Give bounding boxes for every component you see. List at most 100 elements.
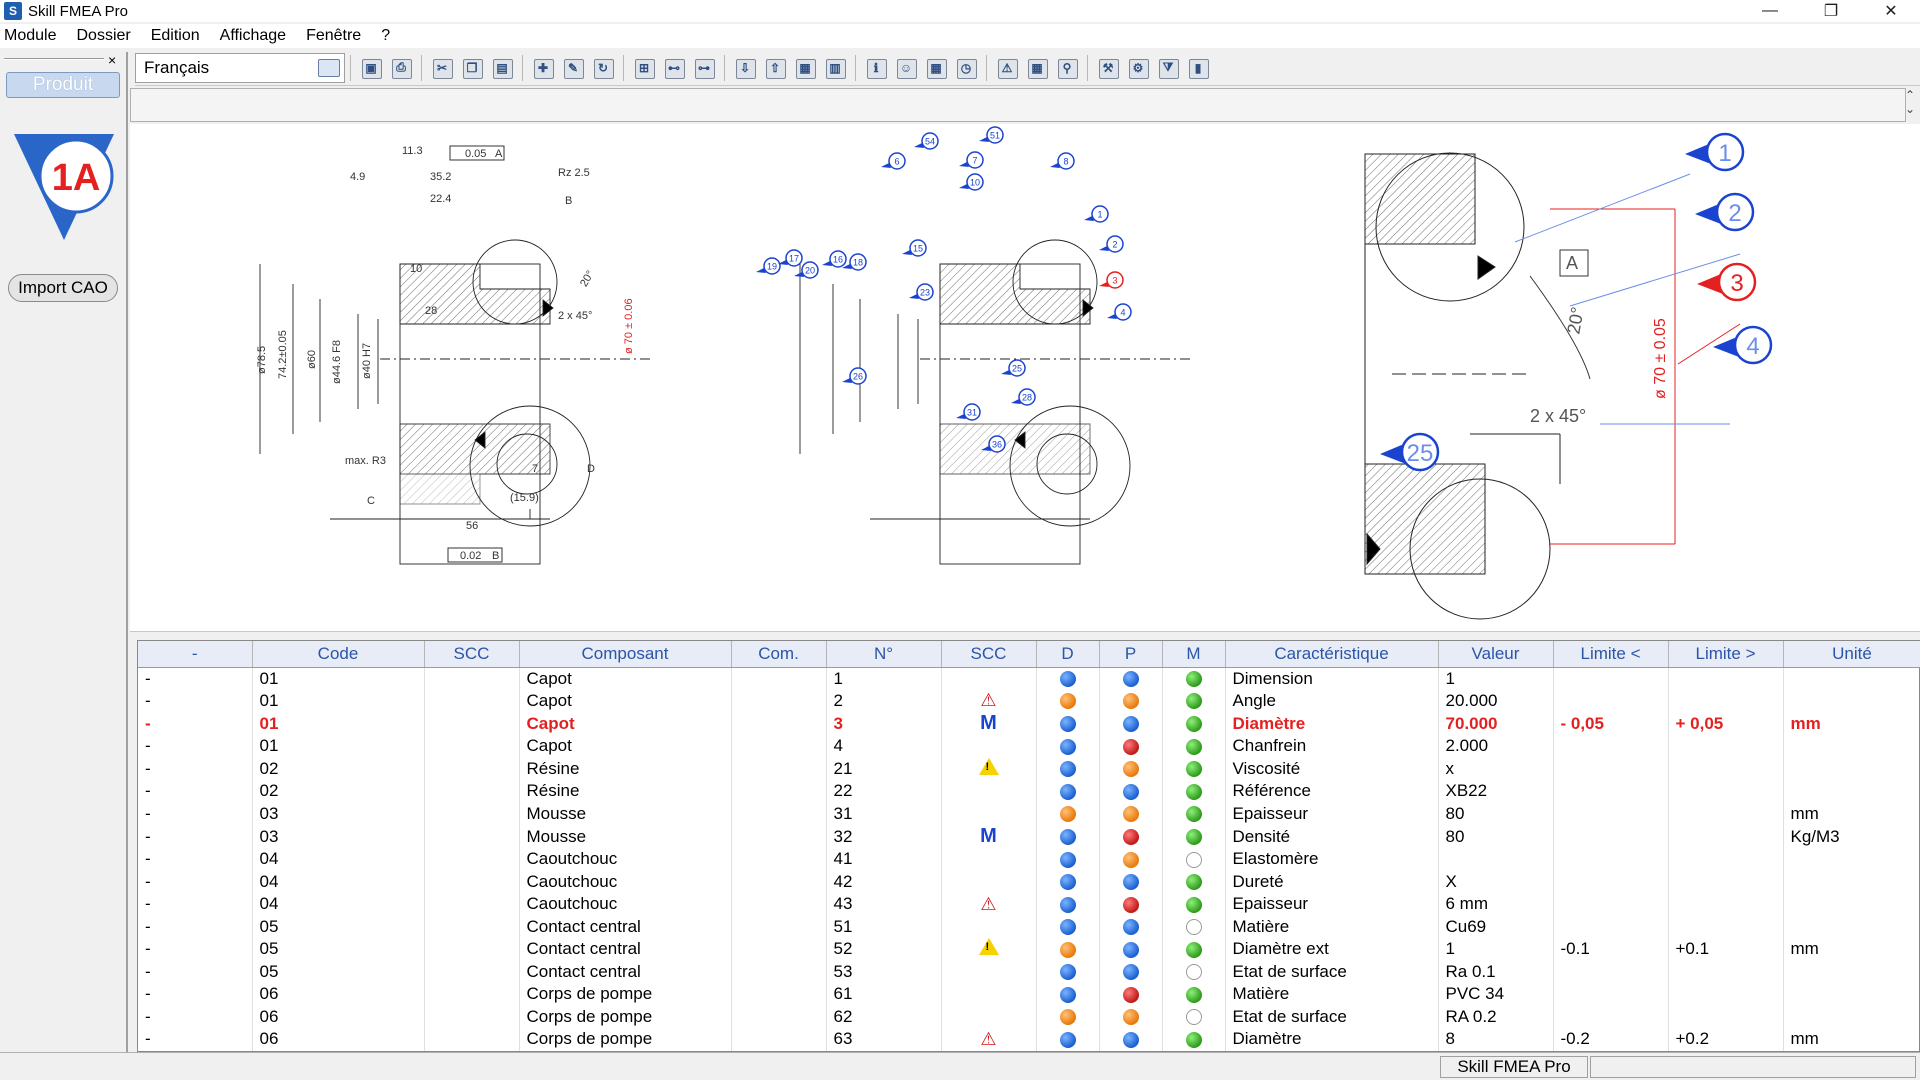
- row-m-green-dot-icon[interactable]: [1185, 783, 1202, 800]
- save-icon[interactable]: ▣: [359, 56, 383, 80]
- column-header[interactable]: Code: [252, 641, 425, 668]
- row-m-green-dot-icon[interactable]: [1185, 671, 1202, 688]
- import-icon[interactable]: ⇩: [733, 56, 757, 80]
- menu-affichage[interactable]: Affichage: [219, 27, 287, 44]
- column-header[interactable]: Limite <: [1553, 641, 1669, 668]
- row-m-green-dot-icon[interactable]: [1185, 738, 1202, 755]
- row-p-blue-dot-icon[interactable]: [1122, 783, 1139, 800]
- column-header[interactable]: M: [1162, 641, 1226, 668]
- menu-dossier[interactable]: Dossier: [76, 27, 131, 44]
- panel-close-icon[interactable]: ×: [108, 52, 117, 68]
- refresh-icon[interactable]: ↻: [591, 56, 615, 80]
- row-p-red-dot-icon[interactable]: [1122, 829, 1139, 846]
- column-header[interactable]: N°: [826, 641, 942, 668]
- column-header[interactable]: P: [1099, 641, 1163, 668]
- row-m-green-dot-icon[interactable]: [1185, 941, 1202, 958]
- row-p-blue-dot-icon[interactable]: [1122, 964, 1139, 981]
- search-icon[interactable]: ⚲: [1055, 56, 1079, 80]
- row-d-blue-dot-icon[interactable]: [1059, 919, 1076, 936]
- folder-icon[interactable]: [318, 58, 340, 77]
- row-p-blue-dot-icon[interactable]: [1122, 1031, 1139, 1048]
- chart-icon[interactable]: ▥: [823, 56, 847, 80]
- row-p-orange-dot-icon[interactable]: [1122, 761, 1139, 778]
- column-header[interactable]: SCC: [424, 641, 520, 668]
- column-header[interactable]: Com.: [731, 641, 827, 668]
- grid-icon[interactable]: ▦: [1025, 56, 1049, 80]
- info-icon[interactable]: ℹ: [864, 56, 888, 80]
- row-d-orange-dot-icon[interactable]: [1059, 693, 1076, 710]
- row-p-blue-dot-icon[interactable]: [1122, 941, 1139, 958]
- column-header[interactable]: SCC: [941, 641, 1037, 668]
- export-icon[interactable]: ⇧: [763, 56, 787, 80]
- row-m-empty-dot-icon[interactable]: [1185, 919, 1202, 936]
- column-header[interactable]: Valeur: [1438, 641, 1554, 668]
- cut-icon[interactable]: ✂: [430, 56, 454, 80]
- menu-module[interactable]: Module: [4, 27, 57, 44]
- row-d-orange-dot-icon[interactable]: [1059, 1009, 1076, 1026]
- row-p-blue-dot-icon[interactable]: [1122, 874, 1139, 891]
- row-p-blue-dot-icon[interactable]: [1122, 919, 1139, 936]
- row-m-empty-dot-icon[interactable]: [1185, 964, 1202, 981]
- close-button[interactable]: ✕: [1884, 3, 1898, 20]
- menu-help[interactable]: ?: [381, 27, 391, 44]
- copy-icon[interactable]: ❐: [460, 56, 484, 80]
- users-icon[interactable]: ☺: [894, 56, 918, 80]
- row-d-blue-dot-icon[interactable]: [1059, 1031, 1076, 1048]
- row-d-orange-dot-icon[interactable]: [1059, 941, 1076, 958]
- settings-icon[interactable]: ⚙: [1126, 56, 1150, 80]
- row-d-blue-dot-icon[interactable]: [1059, 851, 1076, 868]
- row-d-blue-dot-icon[interactable]: [1059, 738, 1076, 755]
- row-p-orange-dot-icon[interactable]: [1122, 806, 1139, 823]
- import-cao-button[interactable]: Import CAO: [8, 274, 118, 302]
- row-p-blue-dot-icon[interactable]: [1122, 716, 1139, 733]
- row-m-green-dot-icon[interactable]: [1185, 806, 1202, 823]
- language-select[interactable]: Français: [135, 52, 345, 83]
- row-d-blue-dot-icon[interactable]: [1059, 986, 1076, 1003]
- row-m-green-dot-icon[interactable]: [1185, 829, 1202, 846]
- warning-icon[interactable]: ⚠: [995, 56, 1019, 80]
- row-m-green-dot-icon[interactable]: [1185, 716, 1202, 733]
- maximize-button[interactable]: ❐: [1823, 3, 1839, 20]
- row-m-green-dot-icon[interactable]: [1185, 874, 1202, 891]
- row-p-orange-dot-icon[interactable]: [1122, 693, 1139, 710]
- row-d-blue-dot-icon[interactable]: [1059, 829, 1076, 846]
- menu-edition[interactable]: Edition: [150, 27, 200, 44]
- report-icon[interactable]: ▦: [793, 56, 817, 80]
- tree-icon[interactable]: ⊞: [632, 56, 656, 80]
- filter-icon[interactable]: ⧩: [1156, 56, 1180, 80]
- column-header[interactable]: Limite >: [1668, 641, 1784, 668]
- link-icon[interactable]: ⊷: [662, 56, 686, 80]
- edit-icon[interactable]: ✎: [561, 56, 585, 80]
- row-m-green-dot-icon[interactable]: [1185, 1031, 1202, 1048]
- minimize-button[interactable]: —: [1762, 2, 1778, 19]
- row-m-empty-dot-icon[interactable]: [1185, 851, 1202, 868]
- row-m-green-dot-icon[interactable]: [1185, 693, 1202, 710]
- flag-icon[interactable]: ▮: [1186, 56, 1210, 80]
- row-m-green-dot-icon[interactable]: [1185, 986, 1202, 1003]
- row-d-blue-dot-icon[interactable]: [1059, 671, 1076, 688]
- row-p-red-dot-icon[interactable]: [1122, 986, 1139, 1003]
- row-d-blue-dot-icon[interactable]: [1059, 783, 1076, 800]
- row-m-green-dot-icon[interactable]: [1185, 761, 1202, 778]
- tools-icon[interactable]: ⚒: [1096, 56, 1120, 80]
- row-m-green-dot-icon[interactable]: [1185, 896, 1202, 913]
- paste-icon[interactable]: ▤: [490, 56, 514, 80]
- scroll-down-icon[interactable]: ⌄: [1904, 102, 1916, 116]
- scroll-up-icon[interactable]: ⌃: [1904, 88, 1916, 102]
- column-header[interactable]: Composant: [519, 641, 732, 668]
- row-d-blue-dot-icon[interactable]: [1059, 964, 1076, 981]
- row-m-empty-dot-icon[interactable]: [1185, 1009, 1202, 1026]
